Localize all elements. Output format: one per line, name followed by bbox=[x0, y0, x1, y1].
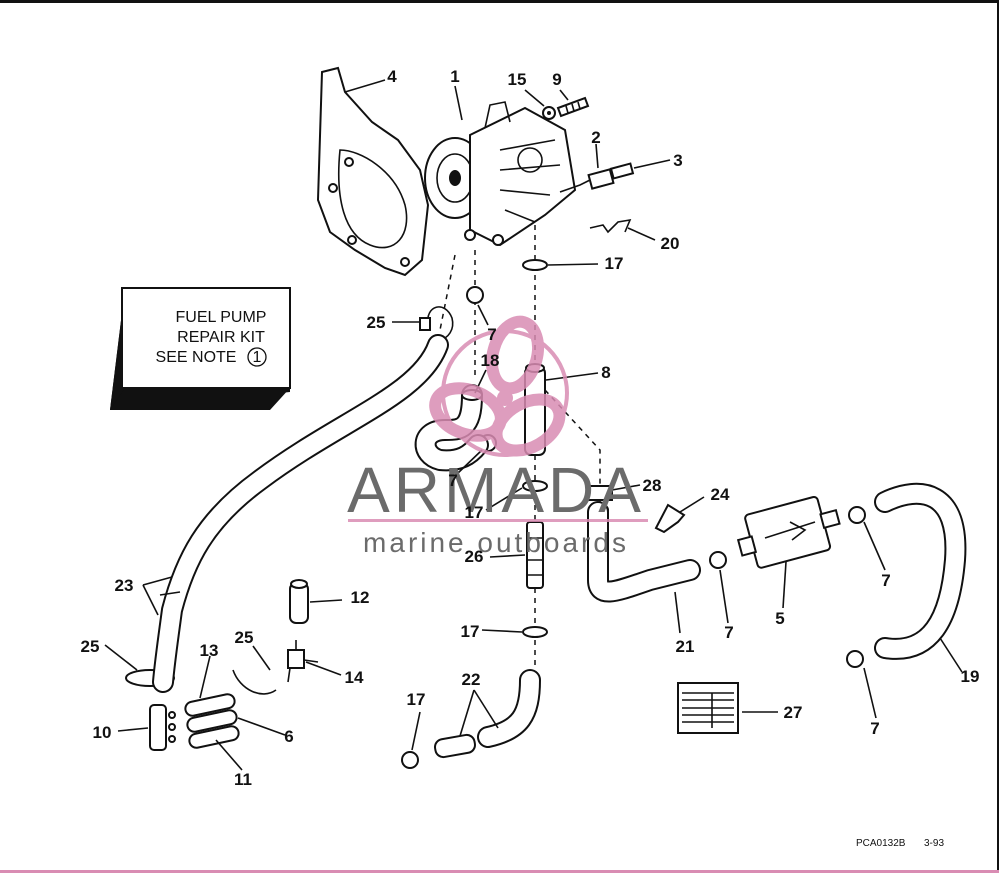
watermark-brand: ARMADA bbox=[347, 454, 645, 526]
fitting-part-14 bbox=[287, 640, 319, 683]
mounting-plate-part-4 bbox=[316, 66, 430, 277]
hose-part-11 bbox=[188, 725, 240, 749]
repair-kit-note-box bbox=[110, 287, 291, 410]
callout-20: 20 bbox=[661, 234, 680, 253]
callout-17-lower: 17 bbox=[461, 622, 480, 641]
callout-13: 13 bbox=[200, 641, 219, 660]
hose-part-21 bbox=[587, 501, 701, 603]
clamp-part-7-upper bbox=[466, 286, 484, 304]
bottom-accent-line bbox=[0, 870, 999, 873]
connector-part-26 bbox=[526, 521, 544, 589]
watermark-logo bbox=[348, 315, 648, 522]
clamp-part-17-lower bbox=[522, 626, 548, 638]
note-number: 1 bbox=[253, 349, 262, 366]
clamp-part-17-middle bbox=[522, 480, 548, 492]
hose-part-13 bbox=[184, 693, 236, 717]
fitting-part-10 bbox=[149, 704, 176, 751]
callout-25-left: 25 bbox=[81, 637, 100, 656]
clip-part-20 bbox=[589, 218, 632, 234]
callout-19: 19 bbox=[961, 667, 980, 686]
callout-27: 27 bbox=[784, 703, 803, 722]
drawing-code: PCA0132B bbox=[856, 838, 906, 849]
watermark-tagline: marine outboards bbox=[363, 527, 629, 558]
callout-17-upper: 17 bbox=[605, 254, 624, 273]
clamp-part-17-bottom bbox=[401, 751, 419, 769]
callout-2: 2 bbox=[591, 128, 600, 147]
callout-7-hose18: 7 bbox=[448, 471, 457, 490]
callout-22: 22 bbox=[462, 670, 481, 689]
drawing-date: 3-93 bbox=[924, 838, 944, 849]
callout-7-upper: 7 bbox=[487, 325, 496, 344]
callout-9: 9 bbox=[552, 70, 561, 89]
clip-part-25-upper bbox=[419, 306, 454, 341]
callout-26: 26 bbox=[465, 547, 484, 566]
callout-25-mid: 25 bbox=[235, 628, 254, 647]
top-frame-line bbox=[0, 0, 999, 3]
hose-part-23 bbox=[152, 334, 449, 693]
sleeve-part-12 bbox=[289, 579, 309, 624]
callout-6: 6 bbox=[284, 727, 293, 746]
callout-17-middle: 17 bbox=[465, 503, 484, 522]
clamp-part-7-hose19 bbox=[846, 650, 864, 668]
callout-15: 15 bbox=[508, 70, 527, 89]
clamp-part-17-upper bbox=[522, 259, 548, 271]
clip-part-25-lower-mid bbox=[232, 669, 277, 695]
callout-7-hose19: 7 bbox=[870, 719, 879, 738]
callout-28: 28 bbox=[643, 476, 662, 495]
fitting-part-2 bbox=[559, 168, 615, 193]
hose-part-22 bbox=[434, 669, 541, 759]
callout-24: 24 bbox=[711, 485, 730, 504]
callout-12: 12 bbox=[351, 588, 370, 607]
callout-7-filter-left: 7 bbox=[724, 623, 733, 642]
callout-7-filter-right: 7 bbox=[881, 571, 890, 590]
callout-4: 4 bbox=[387, 67, 397, 86]
callout-17-bottom: 17 bbox=[407, 690, 426, 709]
hose-part-6 bbox=[186, 709, 238, 733]
callout-14: 14 bbox=[345, 668, 364, 687]
callout-21: 21 bbox=[676, 637, 695, 656]
fuel-filter-part-5 bbox=[736, 495, 841, 569]
callout-18: 18 bbox=[481, 351, 500, 370]
note-box-line-3: SEE NOTE bbox=[156, 349, 237, 366]
callout-3: 3 bbox=[673, 151, 682, 170]
callout-8: 8 bbox=[601, 363, 610, 382]
note-box-line-1: FUEL PUMP bbox=[176, 309, 267, 326]
fitting-end-part-3 bbox=[609, 162, 635, 180]
hose-part-19 bbox=[874, 482, 967, 660]
decal-part-27 bbox=[677, 682, 739, 734]
washer-part-15 bbox=[542, 106, 556, 120]
clamp-part-7-filter-right bbox=[848, 506, 866, 524]
screw-part-9 bbox=[556, 96, 590, 118]
note-number-circle bbox=[247, 347, 267, 367]
callout-25-upper: 25 bbox=[367, 313, 386, 332]
clamp-part-7-filter-left bbox=[709, 551, 727, 569]
right-frame-line bbox=[997, 0, 999, 873]
callout-1: 1 bbox=[450, 67, 459, 86]
callout-5: 5 bbox=[775, 609, 784, 628]
note-box-line-2: REPAIR KIT bbox=[177, 329, 265, 346]
callout-10: 10 bbox=[93, 723, 112, 742]
callout-11: 11 bbox=[234, 770, 252, 789]
bracket-part-24 bbox=[654, 503, 686, 534]
fuel-pump-part-1 bbox=[424, 101, 577, 247]
callout-23: 23 bbox=[115, 576, 134, 595]
